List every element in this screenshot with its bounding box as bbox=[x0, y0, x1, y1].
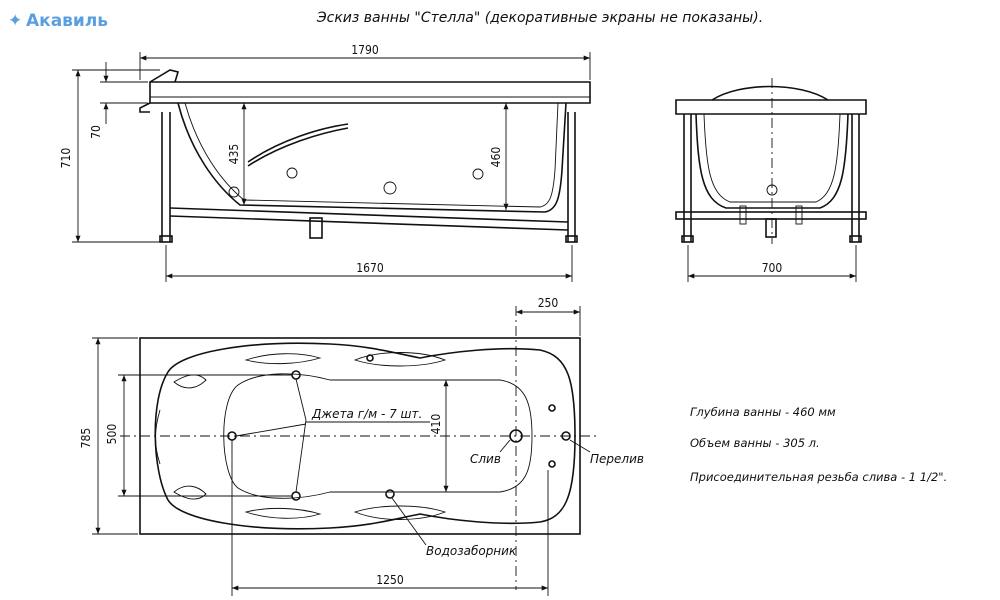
label-overflow: Перелив bbox=[590, 452, 644, 466]
spec-volume: Объем ванны - 305 л. bbox=[690, 436, 820, 450]
spec-thread: Присоединительная резьба слива - 1 1/2". bbox=[690, 470, 947, 484]
end-view: 700 bbox=[675, 78, 867, 282]
dim-width-total: 785 bbox=[79, 428, 93, 449]
watermark-icon: ✦ bbox=[8, 11, 22, 31]
spec-notes: Глубина ванны - 460 мм Объем ванны - 305… bbox=[690, 405, 947, 484]
watermark-text: Акавиль bbox=[26, 11, 108, 31]
side-view: 1790 1670 710 70 435 460 bbox=[59, 43, 591, 282]
label-jets: Джета г/м - 7 шт. bbox=[311, 407, 422, 421]
drawing-title: Эскиз ванны "Стелла" (декоративные экран… bbox=[316, 10, 763, 26]
dim-inner-depth: 410 bbox=[429, 414, 443, 435]
dim-end-width: 700 bbox=[762, 261, 783, 275]
dim-inner-length: 1250 bbox=[376, 573, 404, 587]
watermark: ✦ Акавиль bbox=[8, 11, 108, 31]
dim-height-total: 710 bbox=[59, 148, 73, 169]
label-drain: Слив bbox=[470, 452, 501, 466]
dim-inner-width: 500 bbox=[105, 424, 119, 445]
dim-rim-height: 70 bbox=[89, 125, 103, 139]
label-water-intake: Водозаборник bbox=[426, 544, 517, 558]
dim-drain-offset: 250 bbox=[538, 296, 559, 310]
dim-overall-length: 1790 bbox=[351, 43, 379, 57]
dim-depth-right: 460 bbox=[489, 147, 503, 168]
dim-depth-left: 435 bbox=[227, 144, 241, 165]
top-view: 785 500 410 250 1250 Джета г/м - 7 шт. С… bbox=[79, 296, 644, 596]
dim-leg-span: 1670 bbox=[356, 261, 384, 275]
spec-depth: Глубина ванны - 460 мм bbox=[690, 405, 836, 419]
